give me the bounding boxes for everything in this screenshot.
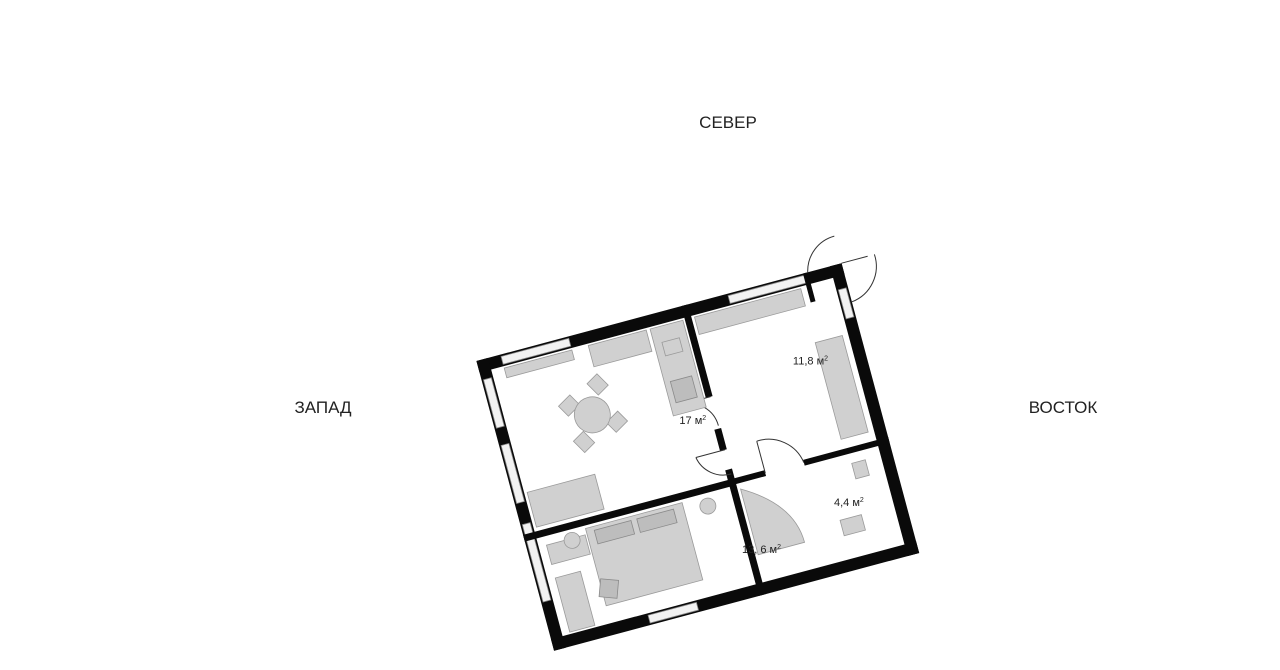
window-top-left <box>500 337 572 365</box>
bath-sink <box>839 514 866 537</box>
window-west-middle <box>500 442 525 504</box>
bedroom-armchair <box>598 578 620 599</box>
hall-area-label: 11,8 м2 <box>793 356 828 368</box>
window-west-upper <box>483 377 505 429</box>
bed-pillow-left <box>593 519 636 545</box>
hall-shelf <box>694 288 806 335</box>
window-west-lower <box>521 522 552 603</box>
door-entrance <box>807 235 877 303</box>
kitchen-counter-top <box>587 329 653 368</box>
bath-area-label: 4,4 м2 <box>834 497 864 509</box>
bath-area-unit-sup: 2 <box>860 497 864 504</box>
cooktop <box>669 375 698 404</box>
nightstand-lamp-right <box>699 497 717 515</box>
window-east <box>837 287 855 320</box>
interior-walls <box>523 272 890 596</box>
toilet <box>851 459 870 480</box>
kitchen-sink <box>661 337 684 357</box>
apartment-plan: 17 м2 11,8 м2 <box>476 235 920 651</box>
bathtub <box>740 488 806 556</box>
compass-west-label: ЗАПАД <box>294 398 352 417</box>
door-bathroom <box>756 438 805 474</box>
hall-wardrobe <box>814 334 869 440</box>
hall-area-unit-sup: 2 <box>824 356 828 363</box>
dining-table <box>557 373 629 454</box>
door-bedroom <box>695 449 732 476</box>
bed-pillow-right <box>636 508 678 533</box>
living-area-unit-sup: 2 <box>702 415 706 422</box>
living-area-label: 17 м2 <box>679 415 706 427</box>
nightstand-lamp-left <box>563 531 581 549</box>
sofa <box>526 473 605 528</box>
bedroom-area-label: 13, 6 м2 <box>742 544 781 556</box>
bedroom-dresser <box>554 570 596 633</box>
bedroom-area-unit-sup: 2 <box>777 544 781 551</box>
compass-east-label: ВОСТОК <box>1029 398 1098 417</box>
tv-unit <box>503 349 575 379</box>
window-bottom <box>647 601 699 624</box>
compass-north-label: СЕВЕР <box>699 113 757 132</box>
